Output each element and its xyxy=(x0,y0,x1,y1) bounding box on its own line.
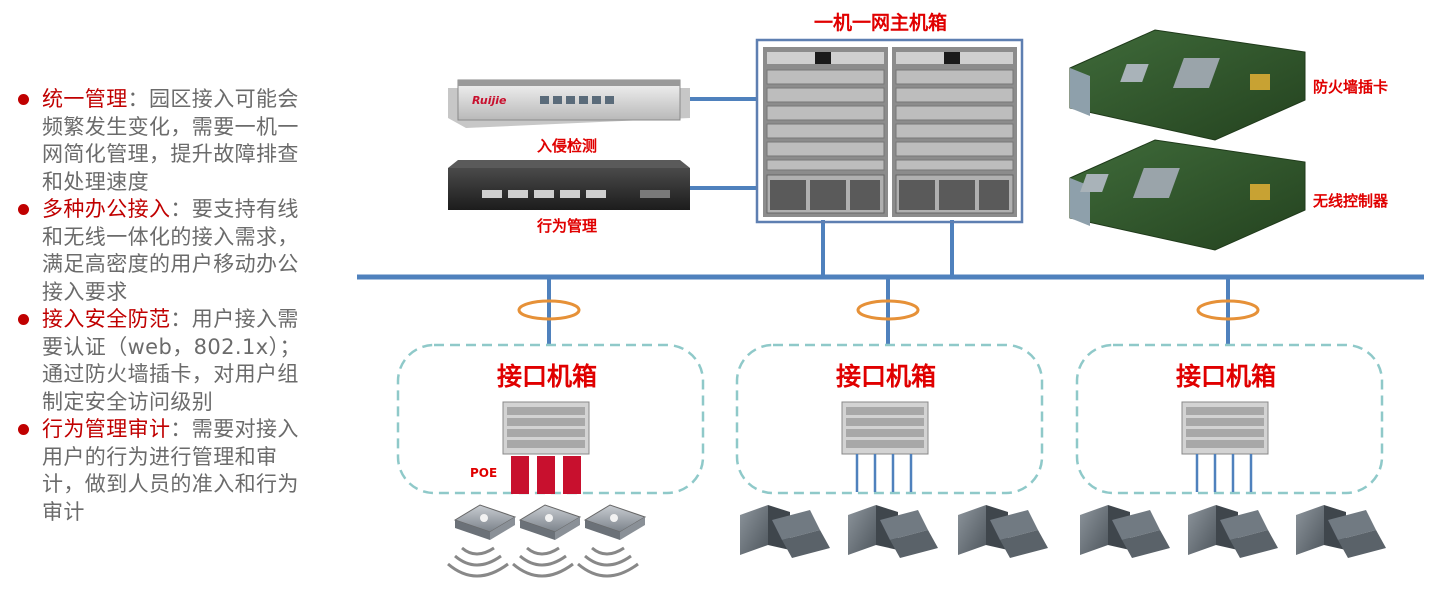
poe-blocks xyxy=(511,456,581,494)
bullet-unified-management: 统一管理：园区接入可能会频繁发生变化，需要一机一网简化管理，提升故障排查和处理速… xyxy=(18,86,308,196)
interface-chassis-1 xyxy=(502,401,590,455)
pc-3 xyxy=(958,505,1048,558)
bullet-head: 行为管理审计 xyxy=(42,417,171,441)
firewall-card-image xyxy=(1069,29,1306,141)
interface-chassis-title-2: 接口机箱 xyxy=(836,362,937,391)
access-point-3 xyxy=(577,504,647,578)
main-chassis-1 xyxy=(763,47,888,217)
behavior-management-label: 行为管理 xyxy=(537,217,598,235)
pc-4 xyxy=(1080,505,1170,558)
ids-appliance xyxy=(448,79,690,128)
wireless-controller-label: 无线控制器 xyxy=(1313,192,1389,210)
behavior-appliance xyxy=(448,160,690,210)
interface-chassis-3 xyxy=(1181,401,1269,455)
bullet-behavior-audit: 行为管理审计：需要对接入用户的行为进行管理和审计，做到人员的准入和行为审计 xyxy=(18,416,308,526)
firewall-card-label: 防火墙插卡 xyxy=(1313,78,1389,96)
bullet-access-security: 接入安全防范：用户接入需要认证（web，802.1x）；通过防火墙插卡，对用户组… xyxy=(18,306,308,416)
pc-5 xyxy=(1188,505,1278,558)
interface-chassis-title-3: 接口机箱 xyxy=(1176,362,1277,391)
bullet-body: ：要支持有线和无线一体化的接入需求，满足高密度的用户移动办公接入要求 xyxy=(42,197,299,304)
bullet-dot xyxy=(18,424,29,435)
bullet-head: 接入安全防范 xyxy=(42,307,171,331)
bullet-body: ：用户接入需要认证（web，802.1x）；通过防火墙插卡，对用户组制定安全访问… xyxy=(42,307,301,414)
ruijie-logo: Ruijie xyxy=(472,94,507,107)
access-point-1 xyxy=(447,504,517,578)
chassis-3-cables xyxy=(1195,454,1253,492)
main-chassis-title: 一机一网主机箱 xyxy=(814,12,948,34)
bullet-head: 多种办公接入 xyxy=(42,197,171,221)
link-aggregation-rings xyxy=(517,299,1260,321)
pc-group-2 xyxy=(740,505,1048,558)
bullet-head: 统一管理 xyxy=(42,87,128,111)
chassis-2-cables xyxy=(855,454,913,492)
interface-chassis-title-1: 接口机箱 xyxy=(497,362,598,391)
access-point-2 xyxy=(512,504,582,578)
main-chassis-2 xyxy=(892,47,1017,217)
requirements-list: 统一管理：园区接入可能会频繁发生变化，需要一机一网简化管理，提升故障排查和处理速… xyxy=(18,86,308,526)
bullet-dot xyxy=(18,204,29,215)
pc-group-3 xyxy=(1080,505,1386,558)
pc-1 xyxy=(740,505,830,558)
poe-label: POE xyxy=(470,466,498,480)
bullet-multi-access: 多种办公接入：要支持有线和无线一体化的接入需求，满足高密度的用户移动办公接入要求 xyxy=(18,196,308,306)
downlinks xyxy=(547,277,1230,345)
pc-2 xyxy=(848,505,938,558)
bullet-dot xyxy=(18,314,29,325)
wireless-controller-card-image xyxy=(1069,139,1306,251)
main-chassis-frame xyxy=(755,38,1024,224)
interface-chassis-2 xyxy=(841,401,929,455)
ids-label: 入侵检测 xyxy=(537,137,598,155)
bullet-body: ：需要对接入用户的行为进行管理和审计，做到人员的准入和行为审计 xyxy=(42,417,299,524)
interface-box-outlines xyxy=(396,343,1384,495)
pc-6 xyxy=(1296,505,1386,558)
bullet-body: ：园区接入可能会频繁发生变化，需要一机一网简化管理，提升故障排查和处理速度 xyxy=(42,87,299,194)
bullet-dot xyxy=(18,94,29,105)
